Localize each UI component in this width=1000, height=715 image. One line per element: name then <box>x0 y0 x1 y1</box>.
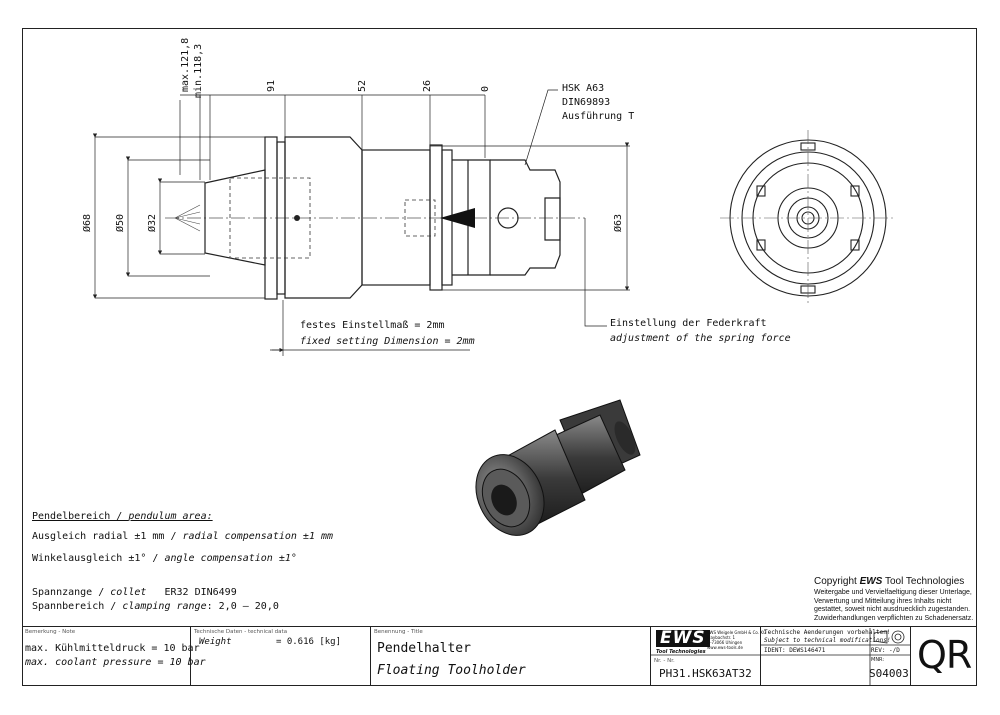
holder-3d-render <box>475 399 641 536</box>
qr-label: QR <box>917 633 972 677</box>
coolant-port <box>497 207 519 229</box>
title-de: Pendelhalter <box>377 641 471 656</box>
title-en: Floating Toolholder <box>377 663 526 678</box>
hsk-version: Ausführung T <box>562 111 635 122</box>
note-label: Bemerkung - Note <box>25 629 76 635</box>
tech-data-cell: Technische Daten - technical data Weight… <box>190 627 370 686</box>
range-de: Spannbereich / <box>32 601 123 612</box>
addr-line4: www.ews-tools.de <box>707 645 743 650</box>
hidden-lines <box>229 177 436 259</box>
angle-note: Winkelausgleich ±1° / angle compensation… <box>32 553 297 564</box>
angle-de: Winkelausgleich ±1° / <box>32 553 165 564</box>
pendulum-en: pendulum area: <box>128 511 213 522</box>
pendulum-de: Pendelbereich / <box>32 511 129 522</box>
copyright-line2: Verwertung und Mitteilung ihres Inhalts … <box>814 597 952 605</box>
title-label: Benennung - Title <box>374 629 423 635</box>
pivot-point <box>294 215 300 221</box>
weight-label: Weight <box>199 637 232 647</box>
setting-de: festes Einstellmaß = 2mm <box>300 320 445 331</box>
change-en: Subject to technical modifications! <box>764 637 891 644</box>
revision: REV: -/D <box>871 647 900 654</box>
collet-note: Spannzange / collet ER32 DIN6499 <box>32 587 237 598</box>
logo-sub: Tool Technologies <box>656 649 706 655</box>
ident: IDENT: DEWS146471 <box>764 647 826 654</box>
weight-value: = 0.616 [kg] <box>276 637 342 647</box>
qr-cell: QR <box>910 627 977 686</box>
ews-logo: EWS <box>656 630 710 647</box>
drawing-frame <box>22 28 977 686</box>
mnr-number: S04003 <box>869 667 909 680</box>
pendulum-heading: Pendelbereich / pendulum area: <box>32 511 213 522</box>
setting-en: fixed setting Dimension = 2mm <box>300 336 475 347</box>
copyright-title: Copyright EWS Tool Technologies <box>814 576 964 587</box>
addr-line3: D-73066 Uhingen <box>707 640 743 645</box>
spring-en: adjustment of the spring force <box>610 333 791 344</box>
projection-symbol-icon <box>873 630 905 644</box>
collet-de: Spannzange / <box>32 587 111 598</box>
spring-arrow <box>440 208 475 228</box>
radial-de: Ausgleich radial ±1 mm / <box>32 531 183 542</box>
coolant-en: max. coolant pressure = 10 bar <box>25 657 206 668</box>
company-address: EWS Weigele GmbH & Co. KG Maybachstr. 1 … <box>707 630 766 650</box>
hsk-din: DIN69893 <box>562 97 611 108</box>
holder-side-view <box>204 136 561 300</box>
addr-line2: Maybachstr. 1 <box>707 635 736 640</box>
copyright-pre: Copyright <box>814 576 860 587</box>
title-block: Bemerkung - Note max. Kühlmitteldruck = … <box>22 626 977 686</box>
tech-label: Technische Daten - technical data <box>194 629 288 635</box>
copyright-line3: gestattet, soweit nicht ausdruecklich zu… <box>814 606 971 613</box>
title-cell: Benennung - Title Pendelhalter Floating … <box>370 627 650 686</box>
part-number: PH31.HSK63AT32 <box>659 667 752 680</box>
copyright-line1: Weitergabe und Vervielfaeltigung dieser … <box>814 589 972 596</box>
mnr-label: MNR: <box>871 657 885 663</box>
range-en: clamping range <box>122 601 207 612</box>
angle-en: angle compensation ±1° <box>164 553 297 564</box>
addr-line1: EWS Weigele GmbH & Co. KG <box>707 630 767 635</box>
copyright-brand: EWS <box>859 576 883 587</box>
radial-note: Ausgleich radial ±1 mm / radial compensa… <box>32 531 333 542</box>
copyright-line4: Zuwiderhandlungen verpflichten zu Schade… <box>814 614 974 622</box>
revision-cell: Technische Aenderungen vorbehalten! Subj… <box>760 627 910 686</box>
spring-de: Einstellung der Federkraft <box>610 318 767 329</box>
collet-val: ER32 DIN6499 <box>164 587 237 598</box>
hsk-label: HSK A63 <box>562 83 605 94</box>
company-cell: EWS Tool Technologies EWS Weigele GmbH &… <box>650 627 766 686</box>
range-val: : 2,0 – 20,0 <box>206 601 279 612</box>
coolant-de: max. Kühlmitteldruck = 10 bar <box>25 643 200 654</box>
nr-label: Nr. - Nr. <box>654 658 675 664</box>
copyright-text: Weitergabe und Vervielfaeltigung dieser … <box>814 589 973 623</box>
collet-en: collet <box>110 587 147 598</box>
copyright-post: Tool Technologies <box>882 576 965 587</box>
range-note: Spannbereich / clamping range: 2,0 – 20,… <box>32 601 279 612</box>
radial-en: radial compensation ±1 mm <box>182 531 334 542</box>
change-de: Technische Aenderungen vorbehalten! <box>764 629 891 636</box>
